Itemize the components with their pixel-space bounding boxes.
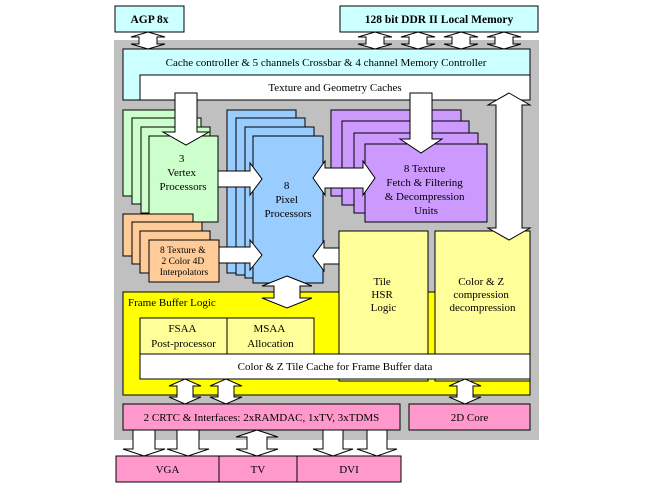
agp-bus-arrow	[130, 31, 166, 50]
core-2d-label: 2D Core	[451, 412, 489, 424]
tv-output-box	[218, 455, 298, 483]
dvi-output-box	[296, 455, 402, 483]
tv-output-label: TV	[251, 464, 266, 476]
dataflow-arrows	[122, 31, 532, 457]
interpolators-label: 8 Texture & 2 Color 4D Interpolators	[160, 246, 209, 278]
local-memory-label: 128 bit DDR II Local Memory	[365, 14, 514, 26]
local-memory-box	[339, 5, 539, 33]
tile-cache-to-2d-core-arrow	[448, 378, 482, 405]
tile-cache-to-crtc-arrow	[209, 378, 243, 405]
interpolators-stack: 8 Texture & 2 Color 4D Interpolators	[122, 213, 220, 283]
memory-bus-arrow	[357, 31, 393, 50]
crtc-to-dvi-arrow	[312, 429, 354, 457]
tile-hsr-line-3: Logic	[371, 302, 397, 314]
vertex-line-3: Processors	[159, 181, 206, 193]
color-z-line-2: compression	[453, 289, 509, 301]
fsaa-line-2: Post-processor	[151, 338, 216, 350]
color-z-line-1: Color & Z	[458, 276, 504, 288]
texture-units-line-4: Units	[414, 205, 438, 217]
core-2d-box	[408, 403, 531, 431]
crtc-to-vga-arrow	[122, 429, 166, 457]
pixel-line-3: Processors	[264, 208, 311, 220]
dvi-output-label: DVI	[339, 464, 359, 476]
cache-to-vertex-arrow	[161, 92, 211, 146]
cache-to-compression-arrow	[486, 92, 532, 241]
vertex-to-pixel-arrow	[217, 161, 263, 197]
texture-units-line-2: Fetch & Filtering	[386, 177, 463, 189]
msaa-line-2: Allocation	[247, 338, 294, 350]
tile-hsr-label: Tile HSR Logic	[371, 276, 397, 314]
crtc-tv-arrow	[235, 429, 279, 457]
pixel-to-framebuffer-arrow	[261, 275, 313, 309]
crtc-to-vga-arrow	[166, 429, 210, 457]
outputs-row: VGA TV DVI	[115, 455, 402, 483]
tile-hsr-line-2: HSR	[371, 289, 393, 301]
interpolator-to-pixel-arrow	[218, 238, 263, 272]
local-memory-block: 128 bit DDR II Local Memory	[339, 5, 539, 33]
memory-bus-arrow	[486, 31, 522, 50]
memory-bus-arrow	[443, 31, 479, 50]
fsaa-label: FSAA Post-processor	[151, 323, 216, 350]
tile-cache-to-crtc-arrow	[168, 378, 202, 405]
tile-hsr-to-pixel-arrow	[312, 239, 340, 273]
color-z-line-3: decompression	[450, 302, 516, 314]
vertex-line-2: Vertex	[167, 167, 196, 179]
texture-units-box	[364, 143, 488, 223]
crtc-to-dvi-arrow	[356, 429, 398, 457]
interpolators-line-1: 8 Texture &	[160, 246, 206, 256]
interpolators-line-3: Interpolators	[160, 268, 209, 278]
cache-controller-label: Cache controller & 5 channels Crossbar &…	[166, 57, 487, 69]
msaa-line-1: MSAA	[254, 323, 286, 335]
vga-output-label: VGA	[156, 464, 180, 476]
vertex-processors-box	[148, 135, 219, 223]
cache-to-texture-arrow	[398, 92, 444, 154]
texture-units-label: 8 Texture Fetch & Filtering & Decompress…	[385, 163, 467, 217]
crtc-label: 2 CRTC & Interfaces: 2xRAMDAC, 1xTV, 3xT…	[144, 412, 380, 424]
vertex-line-1: 3	[179, 153, 185, 165]
fsaa-line-1: FSAA	[168, 323, 196, 335]
color-z-compression-label: Color & Z compression decompression	[450, 276, 516, 314]
memory-bus-arrow	[400, 31, 436, 50]
vertex-processors-label: 3 Vertex Processors	[159, 153, 206, 193]
agp-box	[114, 5, 185, 33]
fsaa-box	[139, 317, 228, 355]
msaa-label: MSAA Allocation	[247, 323, 294, 350]
texture-units-line-1: 8 Texture	[404, 163, 446, 175]
agp-block: AGP 8x	[114, 5, 185, 33]
interpolators-box	[148, 239, 220, 283]
tile-hsr-line-1: Tile	[373, 276, 390, 288]
texture-geometry-caches-box	[139, 74, 531, 101]
tile-cache-label: Color & Z Tile Cache for Frame Buffer da…	[238, 361, 433, 373]
frame-buffer-logic-label: Frame Buffer Logic	[128, 297, 216, 309]
cache-controller-block: Cache controller & 5 channels Crossbar &…	[122, 48, 531, 101]
texture-pixel-arrow	[312, 159, 376, 197]
vga-output-box	[115, 455, 220, 483]
texture-units-line-3: & Decompression	[385, 191, 465, 203]
texture-geometry-caches-label: Texture and Geometry Caches	[268, 82, 401, 94]
pixel-line-1: 8	[284, 180, 290, 192]
pixel-processors-label: 8 Pixel Processors	[264, 180, 311, 220]
tile-cache-block: Color & Z Tile Cache for Frame Buffer da…	[139, 353, 531, 380]
texture-units-stack: 8 Texture Fetch & Filtering & Decompress…	[330, 109, 488, 223]
interpolators-line-2: 2 Color 4D	[161, 257, 204, 267]
vertex-processors-stack: 3 Vertex Processors	[122, 109, 219, 223]
core-2d-block: 2D Core	[408, 403, 531, 431]
agp-label: AGP 8x	[130, 14, 168, 26]
tile-cache-box	[139, 353, 531, 380]
crtc-block: 2 CRTC & Interfaces: 2xRAMDAC, 1xTV, 3xT…	[122, 403, 401, 431]
crtc-box	[122, 403, 401, 431]
pixel-line-2: Pixel	[275, 194, 298, 206]
